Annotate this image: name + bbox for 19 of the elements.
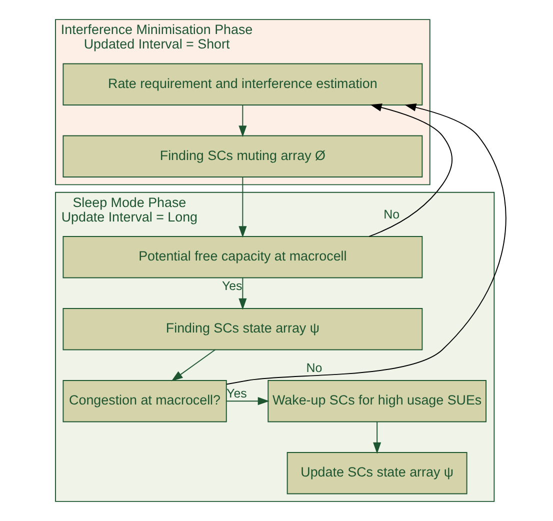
edge-label: No <box>306 360 322 375</box>
node-box: Finding SCs muting array Ø <box>62 135 422 178</box>
node-box: Potential free capacity at macrocell <box>62 236 422 278</box>
node-box: Update SCs state array ψ <box>286 452 467 494</box>
arrow <box>170 349 216 382</box>
arrow <box>238 176 246 238</box>
node-box: Congestion at macrocell? <box>62 380 226 422</box>
arrow <box>226 103 506 385</box>
edge-label: Yes <box>226 386 246 401</box>
node-box: Wake-up SCs for high usage SUEs <box>267 380 486 422</box>
arrow <box>368 104 452 237</box>
node-box: Rate requirement and interference estimation <box>62 63 422 106</box>
arrow <box>225 397 269 406</box>
arrow <box>372 421 381 454</box>
node-box: Finding SCs state array ψ <box>62 308 422 350</box>
arrow <box>238 278 246 310</box>
edge-label: No <box>383 208 400 222</box>
arrow <box>238 104 246 138</box>
edge-label: Yes <box>221 278 242 293</box>
